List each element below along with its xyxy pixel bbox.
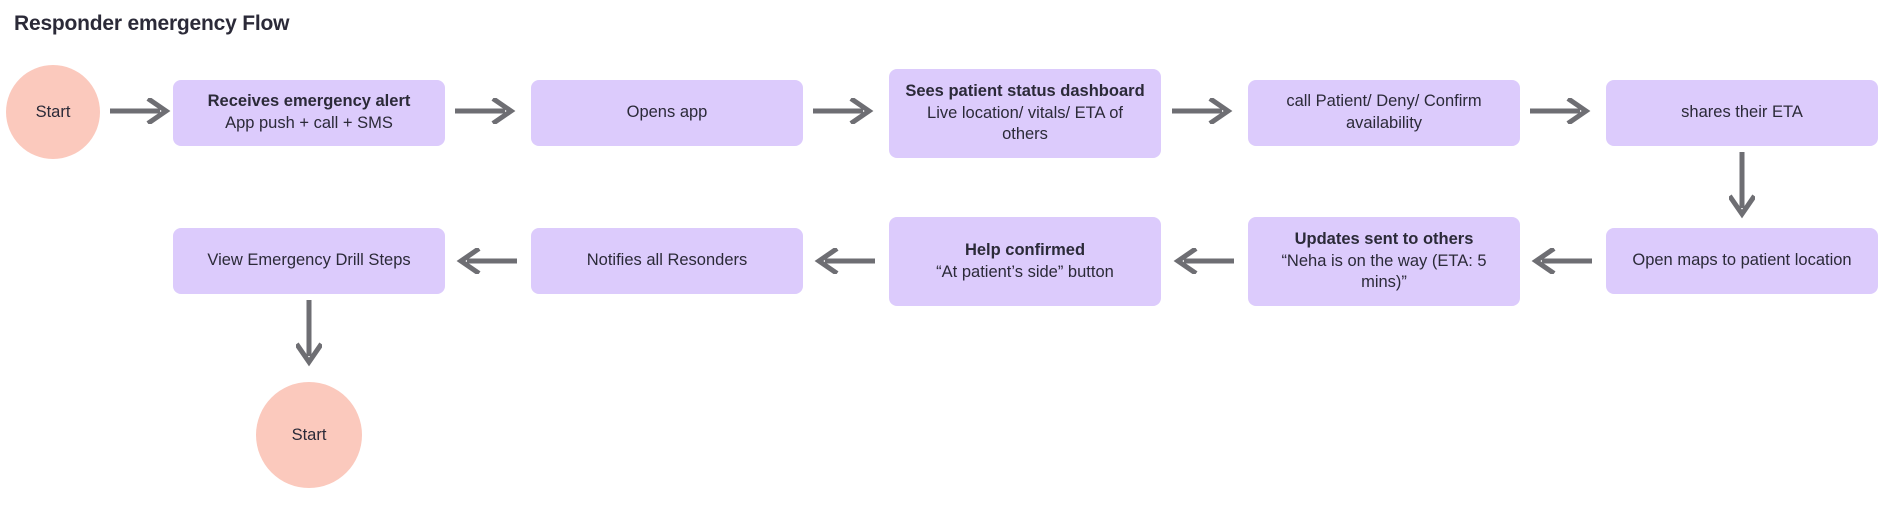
arrow-opens-to-dashboard: [813, 98, 875, 124]
terminal-start-top-label: Start: [35, 102, 71, 121]
node-call-patient-deny-confirm-availability-subtitle: call Patient/ Deny/ Confirm availability: [1286, 92, 1482, 132]
node-help-confirmed[interactable]: Help confirmed “At patient’s side” butto…: [889, 217, 1161, 306]
node-receives-emergency-alert-subtitle: App push + call + SMS: [225, 114, 393, 132]
node-shares-their-eta-subtitle: shares their ETA: [1681, 103, 1803, 122]
node-sees-patient-status-dashboard-subtitle: Live location/ vitals/ ETA of others: [927, 103, 1123, 144]
node-help-confirmed-subtitle: “At patient’s side” button: [936, 262, 1114, 281]
node-help-confirmed-title: Help confirmed: [964, 240, 1086, 259]
node-call-patient-deny-confirm-availability[interactable]: call Patient/ Deny/ Confirm availability: [1248, 80, 1520, 146]
node-opens-app-subtitle: Opens app: [626, 103, 708, 122]
node-open-maps-to-patient-location[interactable]: Open maps to patient location: [1606, 228, 1878, 294]
node-updates-sent-to-others-subtitle: “Neha is on the way (ETA: 5 mins)”: [1281, 251, 1487, 292]
node-receives-emergency-alert[interactable]: Receives emergency alert App push + call…: [173, 80, 445, 146]
node-notifies-all-responders[interactable]: Notifies all Resonders: [531, 228, 803, 294]
node-updates-sent-to-others[interactable]: Updates sent to others “Neha is on the w…: [1248, 217, 1520, 306]
node-receives-emergency-alert-title: Receives emergency alert: [207, 92, 411, 111]
arrow-shares-to-maps: [1729, 152, 1755, 220]
node-sees-patient-status-dashboard[interactable]: Sees patient status dashboard Live locat…: [889, 69, 1161, 158]
terminal-start-bottom-label: Start: [291, 425, 327, 444]
page-title: Responder emergency Flow: [14, 12, 290, 35]
arrow-drill-to-start: [296, 300, 322, 368]
node-sees-patient-status-dashboard-title: Sees patient status dashboard: [905, 81, 1145, 100]
node-view-emergency-drill-steps[interactable]: View Emergency Drill Steps: [173, 228, 445, 294]
node-open-maps-to-patient-location-subtitle: Open maps to patient location: [1632, 251, 1852, 270]
terminal-start-bottom[interactable]: Start: [256, 382, 362, 488]
node-shares-their-eta[interactable]: shares their ETA: [1606, 80, 1878, 146]
node-view-emergency-drill-steps-subtitle: View Emergency Drill Steps: [207, 251, 411, 270]
arrow-help-to-notifies: [813, 248, 875, 274]
arrow-call-to-shares: [1530, 98, 1592, 124]
arrow-start-to-receives: [110, 98, 172, 124]
terminal-start-top[interactable]: Start: [6, 65, 100, 159]
arrow-maps-to-updates: [1530, 248, 1592, 274]
arrow-dashboard-to-call: [1172, 98, 1234, 124]
node-opens-app[interactable]: Opens app: [531, 80, 803, 146]
node-notifies-all-responders-subtitle: Notifies all Resonders: [586, 251, 748, 270]
arrow-updates-to-help: [1172, 248, 1234, 274]
arrow-receives-to-opens: [455, 98, 517, 124]
node-updates-sent-to-others-title: Updates sent to others: [1294, 229, 1474, 248]
arrow-notifies-to-drill: [455, 248, 517, 274]
